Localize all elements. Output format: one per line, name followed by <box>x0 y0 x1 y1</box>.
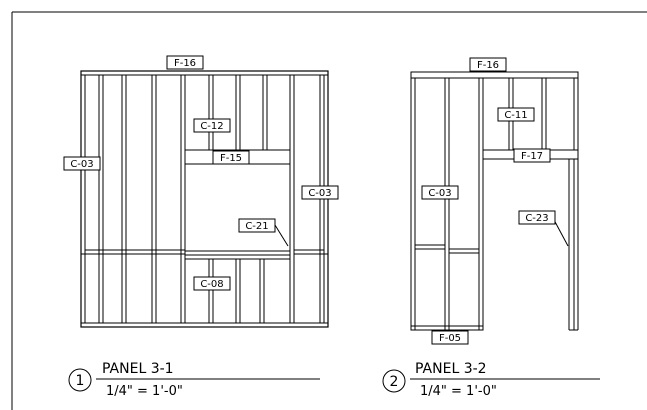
tag-left-stud-p1: C-03 <box>63 156 101 171</box>
tag-top-plate-p1: F-16 <box>166 55 204 70</box>
p2-bottom-plate <box>410 325 484 331</box>
panel-2-title-block: 2 PANEL 3-2 1/4" = 1'-0" <box>382 361 600 399</box>
panel-2-title: PANEL 3-2 <box>415 361 487 377</box>
tag-upper-stud-p1: C-12 <box>193 118 231 133</box>
svg-text:F-15: F-15 <box>220 153 242 164</box>
detail-number-1: 1 <box>76 373 85 389</box>
tag-top-plate-p2: F-16 <box>469 57 507 72</box>
svg-text:C-11: C-11 <box>504 110 527 121</box>
tag-bottom-plate-p2: F-05 <box>431 330 469 345</box>
svg-text:F-16: F-16 <box>174 58 196 69</box>
p2-top-plate <box>410 71 579 79</box>
panel-1-scale: 1/4" = 1'-0" <box>106 384 183 399</box>
svg-text:C-03: C-03 <box>428 188 451 199</box>
detail-number-2: 2 <box>390 374 399 390</box>
tag-right-stud-p1: C-03 <box>301 185 339 200</box>
tag-jamb-callout-p2: C-23 <box>518 210 556 225</box>
svg-text:C-03: C-03 <box>308 188 331 199</box>
detail-number-circle-2 <box>382 369 406 393</box>
c21-leader <box>274 224 289 247</box>
tag-lower-stud-p1: C-08 <box>193 276 231 291</box>
svg-text:F-17: F-17 <box>521 151 543 162</box>
detail-number-circle-1 <box>68 368 92 392</box>
panel-2-scale: 1/4" = 1'-0" <box>420 384 497 399</box>
svg-text:C-23: C-23 <box>525 213 548 224</box>
svg-text:C-03: C-03 <box>70 159 93 170</box>
svg-text:C-21: C-21 <box>245 221 268 232</box>
tag-header-p2: F-17 <box>513 148 551 163</box>
svg-text:C-08: C-08 <box>200 279 223 290</box>
svg-text:F-05: F-05 <box>439 333 461 344</box>
panel-3-2-framing <box>410 71 579 331</box>
panel-1-title: PANEL 3-1 <box>102 361 174 377</box>
svg-text:F-16: F-16 <box>477 60 499 71</box>
svg-text:C-12: C-12 <box>200 121 223 132</box>
tag-sill-callout-p1: C-21 <box>238 218 276 233</box>
tag-upper-stud-p2: C-11 <box>497 107 535 122</box>
tag-header-p1: F-15 <box>212 150 250 165</box>
panel-1-title-block: 1 PANEL 3-1 1/4" = 1'-0" <box>68 361 320 399</box>
tag-left-stud-p2: C-03 <box>421 185 459 200</box>
